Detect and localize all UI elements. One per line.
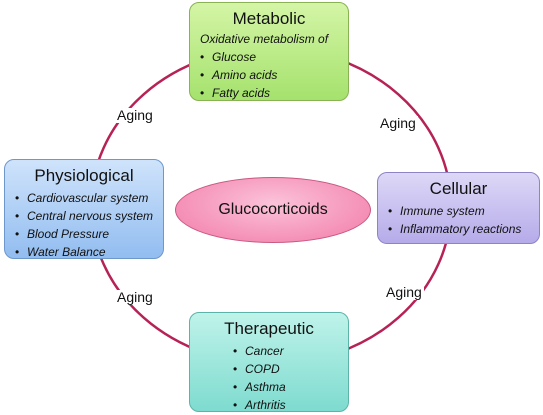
aging-label-bottom-right: Aging	[384, 284, 424, 301]
metabolic-subtitle: Oxidative metabolism of	[200, 31, 329, 46]
list-item-text: Blood Pressure	[27, 226, 110, 241]
list-item: • Glucose	[200, 48, 338, 66]
bullet-icon: •	[200, 68, 205, 83]
physiological-title: Physiological	[34, 166, 134, 185]
list-item-text: Amino acids	[212, 68, 278, 83]
list-item-text: Glucose	[212, 50, 257, 65]
list-item: • Blood Pressure	[15, 225, 153, 243]
list-item: • Fatty acids	[200, 84, 338, 102]
bullet-icon: •	[15, 226, 20, 241]
bullet-icon: •	[388, 203, 393, 218]
therapeutic-title: Therapeutic	[224, 319, 314, 338]
list-item-text: COPD	[245, 361, 280, 376]
list-item: • Inflammatory reactions	[388, 220, 529, 238]
aging-label-bottom-left: Aging	[115, 289, 155, 306]
bullet-icon: •	[15, 244, 20, 259]
list-item: • Cardiovascular system	[15, 189, 153, 207]
physiological-box: Physiological • Cardiovascular system • Ce…	[4, 159, 164, 259]
cellular-box: Cellular • Immune system • Inflammatory re…	[377, 172, 540, 244]
list-item: • Central nervous system	[15, 207, 153, 225]
aging-label-top-right: Aging	[378, 115, 418, 132]
list-item-text: Arthritis	[245, 397, 286, 412]
bullet-icon: •	[233, 343, 238, 358]
metabolic-box: Metabolic Oxidative metabolism of • Gluco…	[189, 2, 349, 101]
bullet-icon: •	[233, 361, 238, 376]
list-item-text: Water Balance	[27, 244, 106, 259]
bullet-icon: •	[15, 190, 20, 205]
list-item-text: Cancer	[245, 343, 284, 358]
cellular-title: Cellular	[429, 179, 488, 198]
therapeutic-box: Therapeutic • Cancer • COPD • Asthma • Arthr…	[189, 312, 349, 412]
list-item: • COPD	[233, 360, 305, 378]
metabolic-list: • Glucose • Amino acids • Fatty acids	[200, 48, 338, 102]
list-item: • Arthritis	[233, 396, 305, 414]
center-label: Glucocorticoids	[218, 201, 328, 218]
list-item: • Amino acids	[200, 66, 338, 84]
metabolic-title: Metabolic	[232, 9, 306, 28]
list-item: • Cancer	[233, 342, 305, 360]
list-item-text: Fatty acids	[212, 86, 271, 101]
list-item-text: Inflammatory reactions	[400, 221, 522, 236]
bullet-icon: •	[200, 50, 205, 65]
aging-label-top-left: Aging	[115, 107, 155, 124]
list-item: • Asthma	[233, 378, 305, 396]
cellular-list: • Immune system • Inflammatory reactions	[388, 202, 529, 238]
center-node: Glucocorticoids	[175, 177, 371, 243]
bullet-icon: •	[388, 221, 393, 236]
list-item-text: Asthma	[245, 379, 286, 394]
therapeutic-list: • Cancer • COPD • Asthma • Arthritis	[233, 342, 305, 414]
bullet-icon: •	[233, 397, 238, 412]
list-item-text: Immune system	[400, 203, 485, 218]
list-item-text: Cardiovascular system	[27, 190, 149, 205]
list-item-text: Central nervous system	[27, 208, 154, 223]
bullet-icon: •	[15, 208, 20, 223]
physiological-list: • Cardiovascular system • Central nervous …	[15, 189, 153, 261]
bullet-icon: •	[200, 86, 205, 101]
bullet-icon: •	[233, 379, 238, 394]
list-item: • Water Balance	[15, 243, 153, 261]
list-item: • Immune system	[388, 202, 529, 220]
